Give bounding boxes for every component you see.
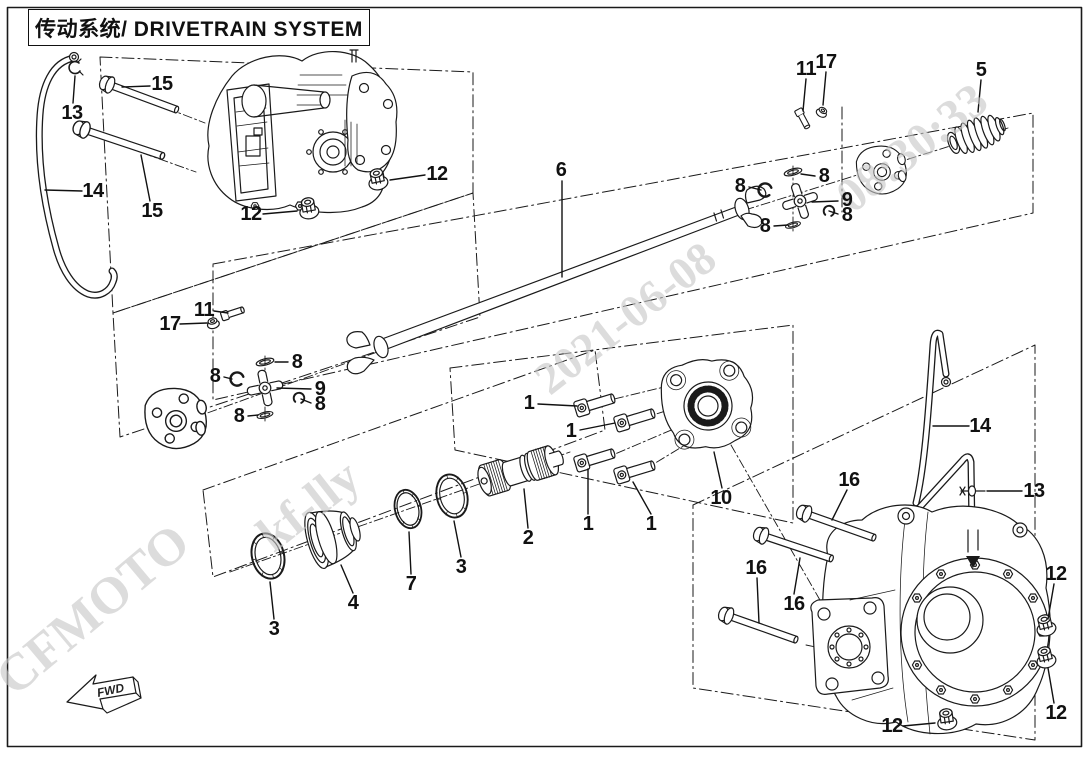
leader-line-1: [632, 481, 652, 515]
part-callout-8: 8: [291, 351, 303, 373]
part-callout-7: 7: [405, 573, 417, 595]
rubber-boot-5: [946, 114, 1006, 154]
leader-line-15: [140, 154, 151, 202]
rubber-boot-4: [304, 510, 361, 569]
leader-line-16: [793, 557, 801, 595]
part-callout-4: 4: [347, 592, 359, 614]
snap-ring-3: [250, 532, 286, 580]
leader-line-8: [223, 376, 233, 380]
hose-clip-front: [68, 58, 84, 76]
leader-line-8: [247, 414, 259, 417]
leader-line-12: [1047, 583, 1055, 620]
leader-line-2: [523, 488, 529, 529]
leader-line-12: [902, 722, 936, 727]
part-callout-11: 11: [193, 299, 215, 321]
part-callout-17: 17: [159, 313, 181, 335]
page-border: [6, 6, 1083, 748]
front-gearcase-drawing: [207, 49, 398, 214]
leader-line-3: [453, 520, 462, 558]
page-title: 传动系统/ DRIVETRAIN SYSTEM: [35, 17, 363, 41]
part-callout-16: 16: [783, 593, 805, 615]
leader-line-15: [121, 85, 151, 88]
leader-line-12: [262, 210, 298, 215]
part-callout-15: 15: [141, 200, 163, 222]
leader-line-8: [748, 186, 762, 191]
part-callout-16: 16: [838, 469, 860, 491]
flange-bolt-group: [572, 359, 754, 486]
part-callout-12: 12: [1045, 702, 1067, 724]
part-callout-12: 12: [1045, 563, 1067, 585]
part-callout-8: 8: [841, 204, 853, 226]
part-callout-9: 9: [841, 189, 853, 211]
fwd-direction-arrow: FWD: [66, 674, 142, 714]
part-callout-3: 3: [455, 556, 467, 578]
part-callout-8: 8: [209, 365, 221, 387]
part-callout-1: 1: [645, 513, 657, 535]
part-callout-6: 6: [555, 159, 567, 181]
leader-line-5: [977, 79, 982, 113]
part-callout-8: 8: [734, 175, 746, 197]
leader-line-16: [831, 489, 848, 521]
leader-line-9: [811, 200, 839, 203]
part-callout-5: 5: [975, 59, 987, 81]
leader-line-9: [276, 387, 312, 390]
part-callout-1: 1: [523, 392, 535, 414]
leader-line-7: [408, 531, 412, 575]
leader-line-8: [800, 173, 816, 177]
rear-breather-hose: [905, 329, 976, 534]
drive-shaft-drawing: [346, 185, 767, 375]
part-callout-13: 13: [61, 102, 83, 124]
part-callout-12: 12: [240, 203, 262, 225]
fwd-label: FWD: [96, 680, 126, 699]
leader-line-12: [1047, 667, 1055, 704]
title-block: 传动系统/ DRIVETRAIN SYSTEM: [28, 9, 370, 46]
leader-line-11: [802, 78, 807, 112]
hose-clamp-rear: [959, 485, 986, 497]
leader-line-11: [213, 310, 229, 314]
leader-line-1: [537, 403, 578, 407]
part-callout-10: 10: [710, 487, 732, 509]
part-callout-14: 14: [82, 180, 104, 202]
part-callout-9: 9: [314, 378, 326, 400]
ring-7: [393, 488, 423, 530]
part-callout-8: 8: [314, 393, 326, 415]
leader-line-8: [300, 398, 312, 404]
leader-line-10: [713, 451, 723, 489]
phantom-boxes: [99, 56, 1036, 741]
part-callout-11: 11: [795, 58, 817, 80]
part-callout-1: 1: [582, 513, 594, 535]
leader-line-12: [389, 174, 426, 181]
splined-shaft-2: [477, 445, 564, 497]
snap-ring-3: [435, 473, 469, 519]
rear-ujoint-group: [755, 104, 1006, 231]
leader-line-4: [340, 564, 354, 594]
part-callout-16: 16: [745, 557, 767, 579]
leader-line-16: [756, 577, 760, 624]
part-callout-8: 8: [759, 215, 771, 237]
part-callout-2: 2: [522, 527, 534, 549]
part-callout-1: 1: [565, 420, 577, 442]
part-callout-17: 17: [815, 51, 837, 73]
leader-line-1: [579, 422, 616, 431]
rear-gearcase-drawing: [810, 504, 1051, 735]
leader-line-8: [828, 210, 839, 215]
leader-line-8: [773, 224, 789, 227]
part-callout-14: 14: [969, 415, 991, 437]
part-callout-3: 3: [268, 618, 280, 640]
leader-lines: [44, 71, 1055, 727]
part-callout-12: 12: [881, 715, 903, 737]
drive-flange-10: [660, 359, 754, 450]
part-callout-13: 13: [1023, 480, 1045, 502]
leader-line-17: [179, 322, 208, 325]
coupling-group: [250, 445, 564, 580]
part-callout-15: 15: [151, 73, 173, 95]
part-callout-12: 12: [426, 163, 448, 185]
leader-line-17: [822, 71, 827, 106]
leader-line-3: [269, 581, 275, 620]
part-callout-8: 8: [233, 405, 245, 427]
part-callout-8: 8: [818, 165, 830, 187]
leader-line-14: [44, 189, 83, 192]
leader-line-13: [72, 75, 76, 104]
